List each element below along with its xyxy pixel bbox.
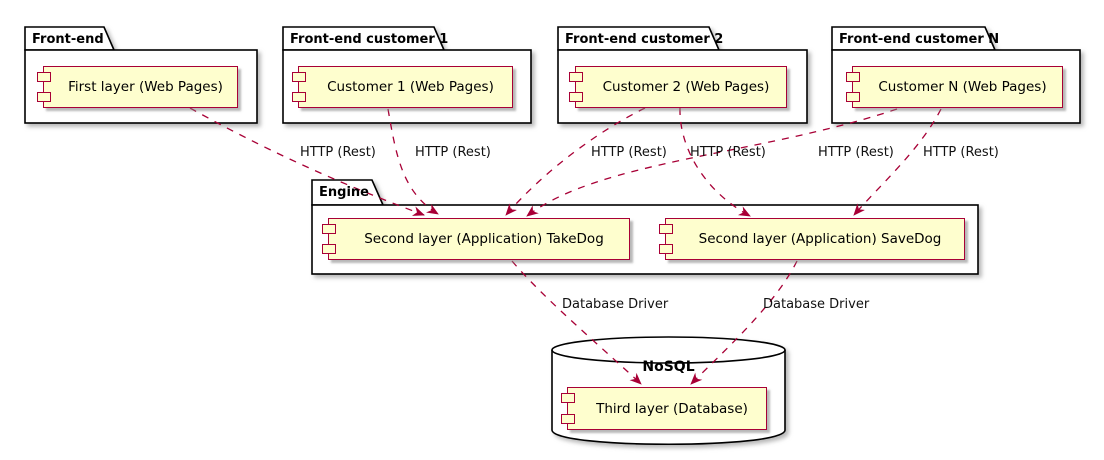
component-customer-1: Customer 1 (Web Pages) bbox=[292, 66, 513, 108]
component-port-icon bbox=[561, 393, 575, 403]
component-port-icon bbox=[561, 414, 575, 424]
component-port-icon bbox=[569, 92, 583, 102]
edge-label-http-5: HTTP (Rest) bbox=[818, 145, 894, 160]
package-title-front-end: Front-end bbox=[32, 32, 104, 47]
edge-label-http-1: HTTP (Rest) bbox=[300, 145, 376, 160]
component-label-first-layer: First layer (Web Pages) bbox=[68, 79, 223, 95]
edge-label-http-4: HTTP (Rest) bbox=[690, 145, 766, 160]
component-label-customer-n: Customer N (Web Pages) bbox=[878, 79, 1047, 95]
component-third-layer: Third layer (Database) bbox=[561, 387, 767, 430]
component-port-icon bbox=[846, 72, 860, 82]
component-port-icon bbox=[322, 224, 336, 234]
package-title-front-end-customer-2: Front-end customer 2 bbox=[565, 32, 724, 47]
database-title: NoSQL bbox=[642, 359, 695, 375]
component-port-icon bbox=[659, 224, 673, 234]
edge-label-http-6: HTTP (Rest) bbox=[923, 145, 999, 160]
edge-label-dbdriver-2: Database Driver bbox=[763, 297, 870, 312]
component-label-takedog: Second layer (Application) TakeDog bbox=[364, 231, 604, 247]
component-port-icon bbox=[846, 92, 860, 102]
component-port-icon bbox=[569, 72, 583, 82]
component-takedog: Second layer (Application) TakeDog bbox=[322, 218, 630, 260]
component-savedog: Second layer (Application) SaveDog bbox=[659, 218, 965, 260]
package-title-engine: Engine bbox=[319, 185, 369, 200]
component-port-icon bbox=[322, 244, 336, 254]
edge-label-http-2: HTTP (Rest) bbox=[415, 145, 491, 160]
component-label-customer-2: Customer 2 (Web Pages) bbox=[602, 79, 770, 95]
edges-layer bbox=[189, 107, 942, 385]
component-label-third-layer: Third layer (Database) bbox=[596, 400, 748, 417]
package-title-front-end-customer-n: Front-end customer N bbox=[839, 32, 1000, 47]
component-port-icon bbox=[292, 92, 306, 102]
component-port-icon bbox=[659, 244, 673, 254]
edge-takedog-thirdlayer bbox=[511, 260, 642, 385]
component-customer-2: Customer 2 (Web Pages) bbox=[569, 66, 787, 108]
component-port-icon bbox=[37, 72, 51, 82]
component-label-customer-1: Customer 1 (Web Pages) bbox=[327, 79, 494, 95]
edge-label-http-3: HTTP (Rest) bbox=[591, 145, 667, 160]
edge-customern-takedog bbox=[526, 108, 898, 217]
component-first-layer: First layer (Web Pages) bbox=[37, 66, 238, 108]
edge-label-dbdriver-1: Database Driver bbox=[562, 297, 669, 312]
package-title-front-end-customer-1: Front-end customer 1 bbox=[290, 32, 449, 47]
component-customer-n: Customer N (Web Pages) bbox=[846, 66, 1063, 108]
edge-customern-savedog bbox=[853, 108, 942, 216]
edge-customer2-takedog bbox=[505, 107, 646, 216]
edge-customer2-savedog bbox=[679, 107, 751, 217]
edge-customer1-takedog bbox=[387, 108, 439, 215]
component-port-icon bbox=[292, 72, 306, 82]
edge-firstlayer-takedog bbox=[189, 107, 425, 216]
component-label-savedog: Second layer (Application) SaveDog bbox=[698, 231, 942, 247]
edge-savedog-thirdlayer bbox=[690, 260, 798, 385]
component-port-icon bbox=[37, 92, 51, 102]
